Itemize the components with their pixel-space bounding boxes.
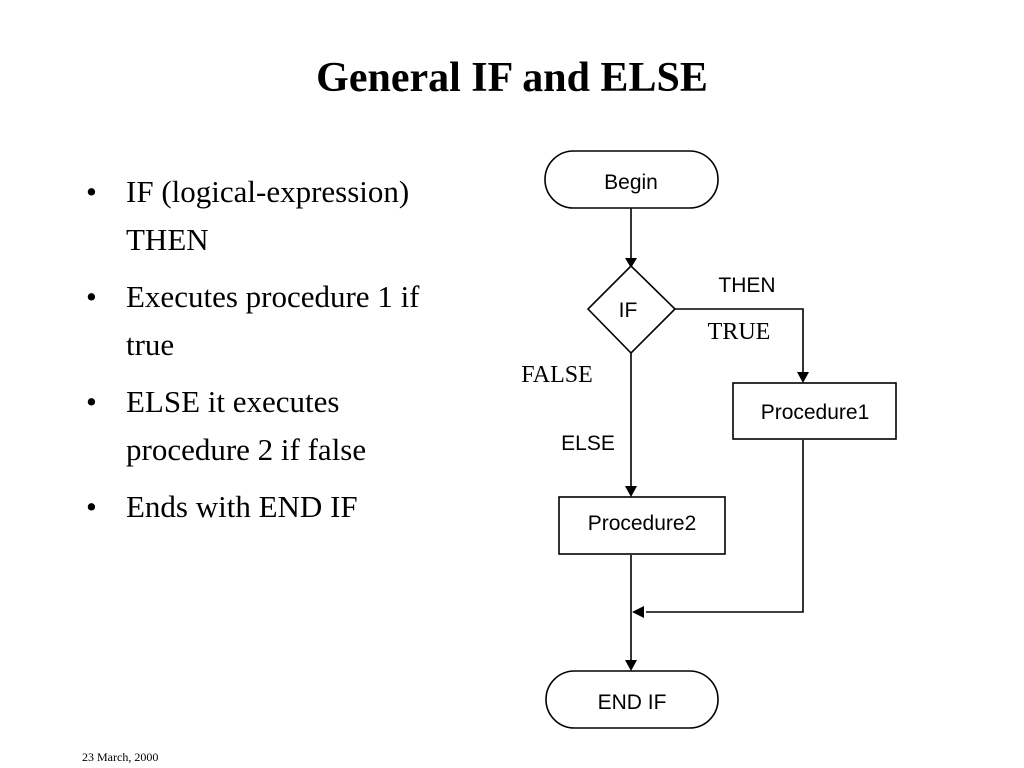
begin-node [544, 150, 719, 209]
bullet-dot-icon: • [86, 279, 97, 314]
bullet-list: • IF (logical-expression) THEN • Executes … [86, 168, 456, 540]
procedure2-node [558, 496, 726, 555]
if-label: IF [619, 299, 638, 322]
bullet-text: Executes procedure 1 if true [126, 279, 420, 362]
arrowhead-icon [625, 258, 637, 268]
bullet-item: • Executes procedure 1 if true [86, 273, 456, 369]
bullet-item: • ELSE it executes procedure 2 if false [86, 378, 456, 474]
arrowhead-icon [632, 606, 644, 618]
footer-date: 23 March, 2000 [82, 750, 159, 764]
bullet-item: • IF (logical-expression) THEN [86, 168, 456, 264]
bullet-text: IF (logical-expression) THEN [126, 174, 410, 257]
end-if-label: END IF [598, 691, 667, 714]
bullet-dot-icon: • [86, 384, 97, 419]
if-decision-node [586, 264, 677, 355]
procedure1-label: Procedure1 [761, 401, 870, 424]
else-edge-label: ELSE [561, 432, 615, 455]
edge-procedure1-to-merge [646, 440, 804, 613]
bullet-text: Ends with END IF [126, 489, 358, 524]
arrowhead-icon [797, 372, 809, 383]
arrowhead-icon [625, 486, 637, 497]
procedure2-label: Procedure2 [588, 512, 697, 535]
bullet-dot-icon: • [86, 489, 97, 524]
arrowhead-icon [625, 660, 637, 671]
false-edge-label: FALSE [521, 362, 593, 388]
true-edge-label: TRUE [708, 319, 771, 345]
bullet-dot-icon: • [86, 174, 97, 209]
procedure1-node [732, 382, 897, 440]
then-edge-label: THEN [718, 274, 775, 297]
bullet-item: • Ends with END IF [86, 483, 456, 531]
bullet-text: ELSE it executes procedure 2 if false [126, 384, 367, 467]
slide-title: General IF and ELSE [316, 55, 708, 101]
edge-if-to-procedure1 [675, 308, 804, 374]
begin-label: Begin [604, 171, 658, 194]
end-if-node [545, 670, 719, 729]
